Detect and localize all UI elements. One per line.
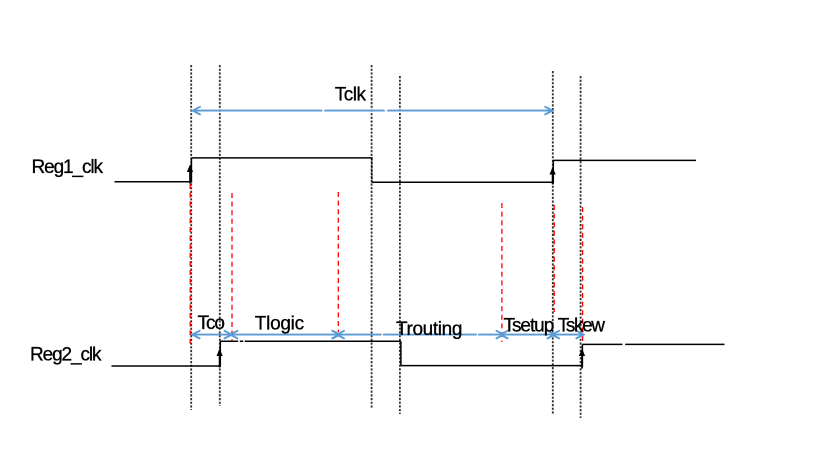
svg-text:Reg1_clk: Reg1_clk [32,157,104,178]
svg-text:Tco: Tco [198,313,226,334]
svg-text:Tsetup: Tsetup [504,315,555,336]
svg-text:Trouting: Trouting [396,319,462,340]
svg-text:Tclk: Tclk [335,85,367,106]
svg-text:Tlogic: Tlogic [255,313,304,334]
svg-text:Tskew: Tskew [558,315,605,336]
svg-text:Reg2_clk: Reg2_clk [30,344,102,365]
